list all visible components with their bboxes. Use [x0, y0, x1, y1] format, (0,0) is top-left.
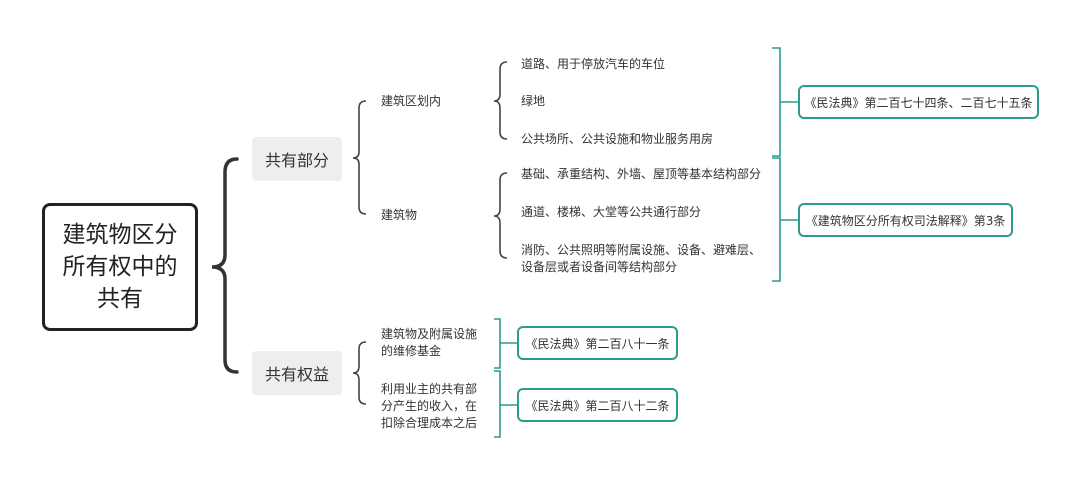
summary-bracket-4	[494, 370, 517, 438]
leaf-item-roads-parking[interactable]: 道路、用于停放汽车的车位	[521, 57, 666, 71]
group-brace-2	[493, 172, 508, 259]
root-node[interactable]: 建筑物区分所有权中的共有	[42, 203, 198, 331]
law-ref-civil-code-274-275[interactable]: 《民法典》第二百七十四条、二百七十五条	[798, 85, 1039, 119]
leaf-item-basic-structure[interactable]: 基础、承重结构、外墙、屋顶等基本结构部分	[521, 167, 762, 181]
summary-bracket-2	[772, 157, 798, 282]
group-label-building[interactable]: 建筑物	[381, 208, 418, 222]
section-node-common-parts[interactable]: 共有部分	[252, 137, 342, 181]
group-label-common-income[interactable]: 利用业主的共有部分产生的收入，在扣除合理成本之后	[381, 382, 478, 430]
law-ref-judicial-interpretation-3[interactable]: 《建筑物区分所有权司法解释》第3条	[798, 203, 1013, 237]
root-brace	[211, 157, 239, 374]
leaf-item-ancillary-facilities[interactable]: 消防、公共照明等附属设施、设备、避难层、设备层或者设备间等结构部分	[521, 243, 762, 274]
law-ref-civil-code-281[interactable]: 《民法典》第二百八十一条	[517, 326, 678, 360]
leaf-item-green-space[interactable]: 绿地	[521, 94, 546, 108]
group-label-zone[interactable]: 建筑区划内	[381, 94, 442, 108]
law-ref-civil-code-282[interactable]: 《民法典》第二百八十二条	[517, 388, 678, 422]
group-label-maintenance-fund[interactable]: 建筑物及附属设施的维修基金	[381, 327, 478, 358]
section-node-common-rights[interactable]: 共有权益	[252, 351, 342, 395]
section-brace-1	[352, 100, 367, 215]
leaf-item-public-passage[interactable]: 通道、楼梯、大堂等公共通行部分	[521, 205, 702, 219]
leaf-item-public-facilities[interactable]: 公共场所、公共设施和物业服务用房	[521, 132, 714, 146]
summary-bracket-3	[494, 318, 517, 369]
summary-bracket-1	[772, 47, 798, 157]
group-brace-1	[493, 61, 508, 140]
section-brace-2	[352, 341, 367, 405]
